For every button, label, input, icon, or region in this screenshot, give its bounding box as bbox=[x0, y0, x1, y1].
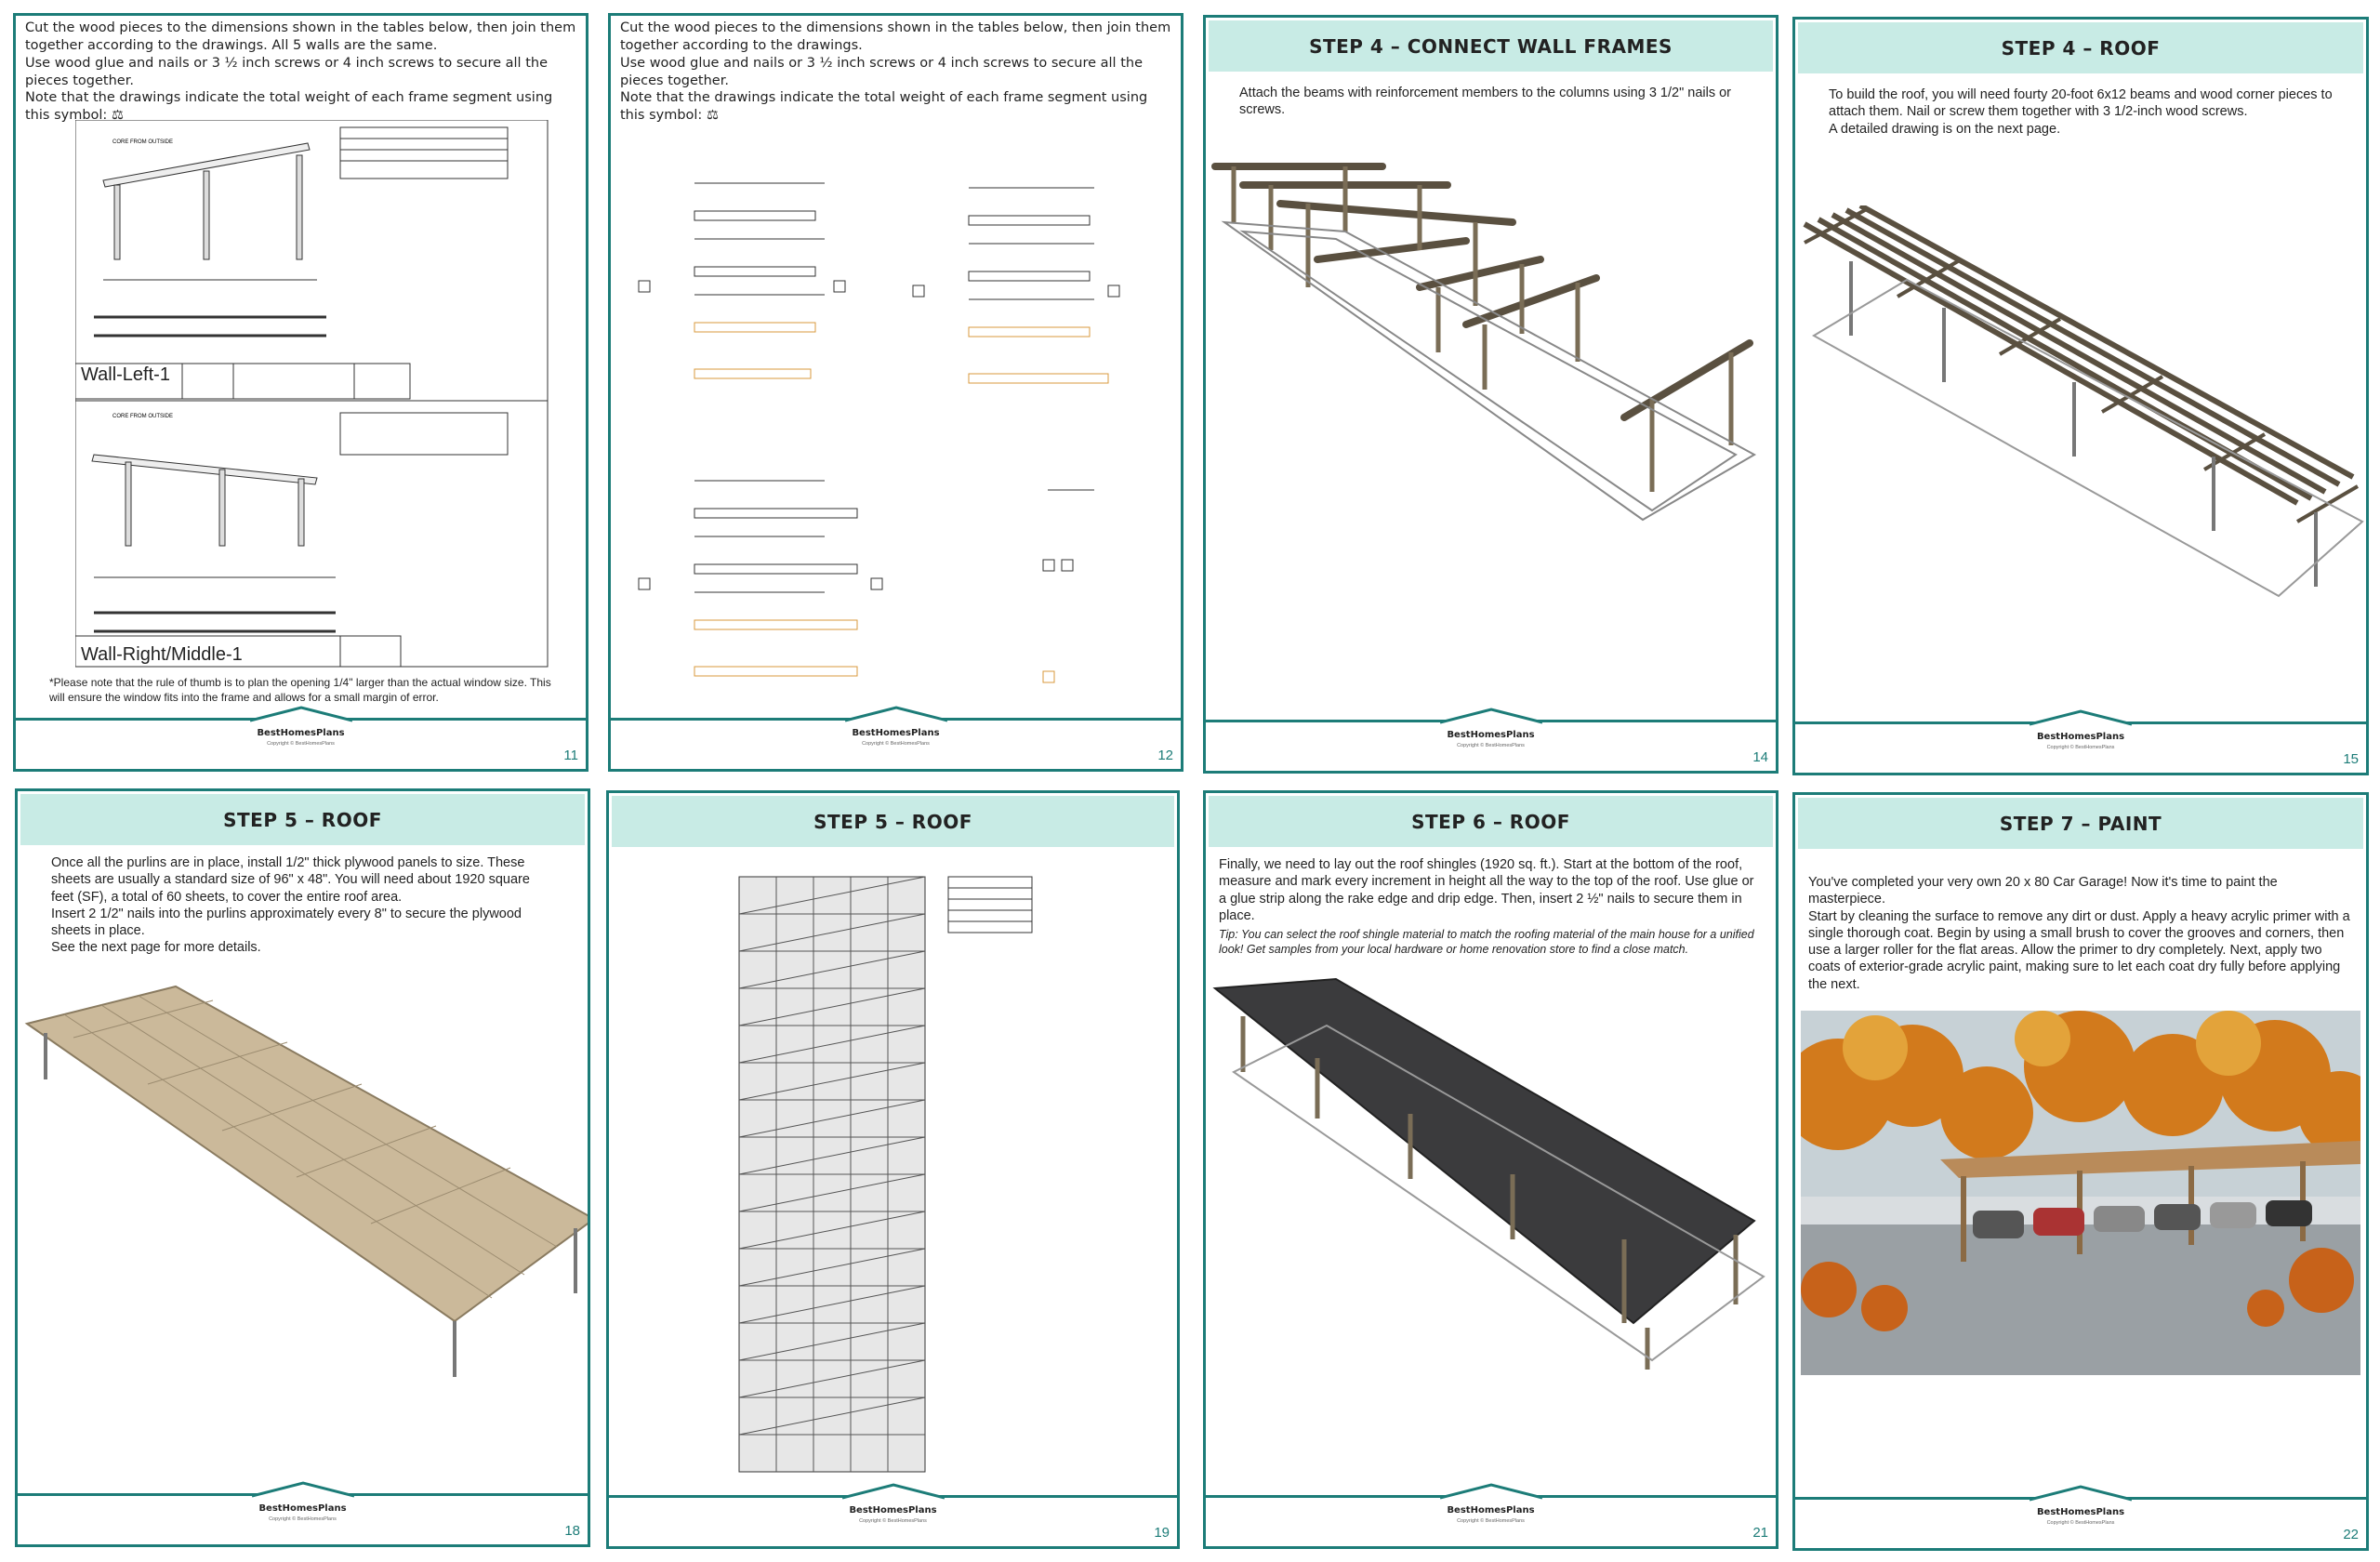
view-label-bottom: CORE FROM OUTSIDE bbox=[112, 414, 173, 419]
page-12-intro: Cut the wood pieces to the dimensions sh… bbox=[620, 20, 1171, 125]
brand-logo: BestHomesPlans bbox=[1447, 730, 1535, 740]
tip-note: Tip: You can select the roof shingle mat… bbox=[1219, 928, 1763, 958]
copyright: Copyright © BestHomesPlans bbox=[269, 1516, 337, 1522]
body-paragraph-3: See the next page for more details. bbox=[51, 940, 261, 956]
copyright: Copyright © BestHomesPlans bbox=[2046, 1520, 2115, 1526]
page-footer: BestHomesPlans Copyright © BestHomesPlan… bbox=[1206, 708, 1776, 771]
page-title: STEP 7 – PAINT bbox=[1798, 798, 2363, 849]
page-22-text: You've completed your very own 20 x 80 C… bbox=[1808, 874, 2353, 993]
page-18: STEP 5 – ROOF Once all the purlins are i… bbox=[15, 788, 590, 1547]
body-paragraph-2: Start by cleaning the surface to remove … bbox=[1808, 908, 2350, 992]
page-footer: BestHomesPlans Copyright © BestHomesPlan… bbox=[1795, 1485, 2366, 1548]
intro-line-1: Cut the wood pieces to the dimensions sh… bbox=[25, 20, 576, 53]
carport-photo bbox=[1801, 1011, 2360, 1375]
shingle-roof-illustration bbox=[1212, 977, 1765, 1370]
brand-logo: BestHomesPlans bbox=[852, 728, 940, 738]
page-footer: BestHomesPlans Copyright © BestHomesPlan… bbox=[1795, 709, 2366, 773]
page-footer: BestHomesPlans Copyright © BestHomesPlan… bbox=[16, 706, 586, 769]
copyright: Copyright © BestHomesPlans bbox=[859, 1518, 927, 1524]
page-number: 14 bbox=[1752, 749, 1768, 765]
copyright: Copyright © BestHomesPlans bbox=[1457, 743, 1525, 748]
page-title: STEP 4 – ROOF bbox=[1798, 22, 2363, 73]
plywood-roof-illustration bbox=[24, 985, 588, 1377]
page-22: STEP 7 – PAINT You've completed your ver… bbox=[1792, 792, 2369, 1551]
brand-logo: BestHomesPlans bbox=[2036, 1507, 2125, 1517]
tip-text: You can select the roof shingle material… bbox=[1219, 928, 1754, 956]
weight-icon: ⚖ bbox=[111, 108, 124, 124]
brand-logo: BestHomesPlans bbox=[257, 728, 345, 738]
body-paragraph-1: To build the roof, you will need fourty … bbox=[1829, 87, 2333, 120]
page-19: STEP 5 – ROOF BestHomesPlans Copyright ©… bbox=[606, 790, 1180, 1549]
wall-label-bottom: Wall-Right/Middle-1 bbox=[81, 644, 243, 665]
page-footer: BestHomesPlans Copyright © BestHomesPlan… bbox=[611, 706, 1181, 769]
page-title: STEP 5 – ROOF bbox=[612, 796, 1174, 847]
roof-beams-illustration bbox=[1803, 205, 2364, 598]
page-15: STEP 4 – ROOF To build the roof, you wil… bbox=[1792, 17, 2369, 775]
page-14-text: Attach the beams with reinforcement memb… bbox=[1239, 85, 1742, 119]
intro-line-3: Note that the drawings indicate the tota… bbox=[620, 90, 1148, 124]
page-18-text: Once all the purlins are in place, insta… bbox=[51, 854, 554, 957]
cut-list-drawing bbox=[638, 182, 1120, 683]
view-label-top: CORE FROM OUTSIDE bbox=[112, 139, 173, 145]
intro-line-1: Cut the wood pieces to the dimensions sh… bbox=[620, 20, 1171, 53]
copyright: Copyright © BestHomesPlans bbox=[267, 741, 335, 747]
body-paragraph: Finally, we need to lay out the roof shi… bbox=[1219, 857, 1754, 923]
page-number: 15 bbox=[2343, 751, 2359, 767]
page-footer: BestHomesPlans Copyright © BestHomesPlan… bbox=[609, 1483, 1177, 1546]
page-number: 12 bbox=[1157, 748, 1173, 763]
tip-label: Tip: bbox=[1219, 928, 1238, 942]
page-footer: BestHomesPlans Copyright © BestHomesPlan… bbox=[18, 1481, 588, 1544]
page-11-intro: Cut the wood pieces to the dimensions sh… bbox=[25, 20, 576, 125]
page-number: 19 bbox=[1154, 1525, 1170, 1541]
brand-logo: BestHomesPlans bbox=[1447, 1505, 1535, 1516]
body-paragraph-2: A detailed drawing is on the next page. bbox=[1829, 121, 2061, 137]
page-number: 18 bbox=[564, 1523, 580, 1539]
page-footer: BestHomesPlans Copyright © BestHomesPlan… bbox=[1206, 1483, 1776, 1546]
page-14: STEP 4 – CONNECT WALL FRAMES Attach the … bbox=[1203, 15, 1778, 774]
brand-logo: BestHomesPlans bbox=[258, 1503, 347, 1514]
intro-line-3: Note that the drawings indicate the tota… bbox=[25, 90, 553, 124]
body-paragraph-1: You've completed your very own 20 x 80 C… bbox=[1808, 875, 2278, 907]
page-21-text: Finally, we need to lay out the roof shi… bbox=[1219, 856, 1763, 958]
page-title: STEP 6 – ROOF bbox=[1209, 796, 1773, 847]
page-number: 21 bbox=[1752, 1525, 1768, 1541]
page-title: STEP 4 – CONNECT WALL FRAMES bbox=[1209, 20, 1773, 72]
copyright: Copyright © BestHomesPlans bbox=[2046, 745, 2115, 750]
page-12: Cut the wood pieces to the dimensions sh… bbox=[608, 13, 1183, 772]
page-number: 22 bbox=[2343, 1527, 2359, 1542]
intro-line-2: Use wood glue and nails or 3 ½ inch scre… bbox=[620, 55, 1143, 88]
page-21: STEP 6 – ROOF Finally, we need to lay ou… bbox=[1203, 790, 1778, 1549]
page-15-text: To build the roof, you will need fourty … bbox=[1829, 86, 2333, 138]
copyright: Copyright © BestHomesPlans bbox=[1457, 1518, 1525, 1524]
page-title: STEP 5 – ROOF bbox=[20, 794, 585, 845]
body-paragraph-1: Once all the purlins are in place, insta… bbox=[51, 855, 530, 905]
brand-logo: BestHomesPlans bbox=[2036, 732, 2125, 742]
weight-icon: ⚖ bbox=[706, 108, 719, 124]
window-note: *Please note that the rule of thumb is t… bbox=[49, 676, 551, 704]
wall-frame-drawing: CORE FROM OUTSIDE CORE FROM OUTSIDE bbox=[75, 120, 549, 668]
wall-frames-illustration bbox=[1211, 163, 1757, 522]
brand-logo: BestHomesPlans bbox=[849, 1505, 937, 1516]
copyright: Copyright © BestHomesPlans bbox=[862, 741, 930, 747]
wall-label-top: Wall-Left-1 bbox=[81, 364, 170, 385]
intro-line-2: Use wood glue and nails or 3 ½ inch scre… bbox=[25, 55, 548, 88]
page-11: Cut the wood pieces to the dimensions sh… bbox=[13, 13, 588, 772]
page-number: 11 bbox=[563, 748, 578, 763]
body-paragraph: Attach the beams with reinforcement memb… bbox=[1239, 86, 1732, 118]
body-paragraph-2: Insert 2 1/2" nails into the purlins app… bbox=[51, 906, 522, 939]
plywood-layout-drawing bbox=[738, 876, 1033, 1473]
